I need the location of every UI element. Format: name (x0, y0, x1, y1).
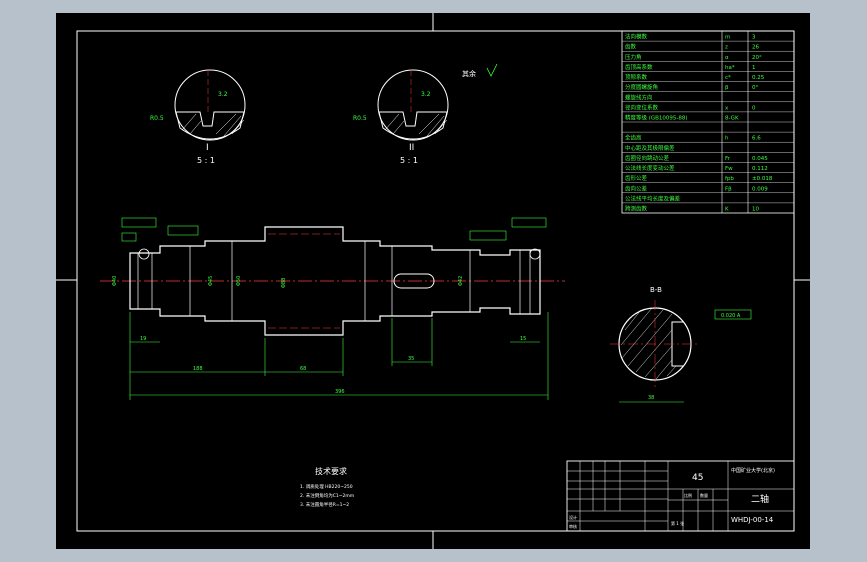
drawing-number: WHDJ-00-14 (731, 516, 774, 524)
detail-scale-2: 5 : 1 (400, 156, 418, 165)
param-sym-5: β (725, 85, 729, 91)
detail-view-1: R0.5 3.2 I 5 : 1 (150, 69, 246, 165)
param-name-7: 径向变位系数 (625, 103, 659, 111)
dim-seg-gear: 68 (300, 366, 306, 372)
section-view-bb: B-B 38 0.020 A (610, 286, 752, 403)
param-val-5: 0° (752, 85, 758, 91)
dim-d3: Φ50 (236, 276, 242, 286)
param-sym-3: ha* (725, 65, 735, 71)
param-name-3: 齿顶高系数 (625, 63, 653, 71)
shaft-main-view (100, 226, 565, 336)
dim-seg-a: 19 (140, 336, 146, 342)
dim-seg-left: 188 (193, 366, 203, 372)
detail-label-2: II (409, 143, 414, 153)
param-val-4: 0.25 (752, 75, 765, 81)
dim-d2: Φ45 (208, 276, 214, 286)
note-2: 2. 未注倒角均为C1~2mm (300, 492, 354, 499)
material: 45 (692, 473, 703, 483)
param-sym-12: Fr (725, 156, 731, 162)
dim-seg-b: 15 (520, 336, 526, 342)
param-val-12: 0.045 (752, 156, 768, 162)
section-label: B-B (650, 286, 662, 294)
svg-text:3.2: 3.2 (421, 91, 431, 98)
param-sym-1: z (725, 45, 728, 51)
dim-overall-length: 396 (335, 389, 345, 395)
part-name: 二轴 (751, 493, 769, 505)
param-sym-17: K (725, 207, 729, 213)
designer-label: 设计 (569, 514, 577, 520)
param-val-1: 26 (752, 45, 759, 51)
param-sym-2: α (725, 55, 729, 61)
dimension-texts: 396 188 68 35 19 15 Φ40 Φ45 Φ50 Φ88 Φ42 (112, 276, 526, 395)
param-val-14: ±0.018 (752, 176, 773, 182)
param-sym-7: x (725, 105, 729, 111)
param-name-2: 压力角 (625, 53, 642, 61)
note-1: 1. 调质处理 HB220~250 (300, 483, 353, 490)
dim-seg-right: 35 (408, 356, 414, 362)
param-sym-10: h (725, 136, 729, 142)
param-name-15: 齿向公差 (625, 184, 648, 192)
detail-scale-1: 5 : 1 (197, 156, 215, 165)
param-val-7: 0 (752, 105, 756, 111)
param-name-16: 公法线平均长度及偏差 (625, 194, 681, 202)
param-name-12: 齿圈径向跳动公差 (625, 154, 670, 162)
dim-d5: Φ42 (458, 276, 464, 286)
note-3: 3. 未注圆角半径R=1~2 (300, 501, 349, 508)
param-val-3: 1 (752, 65, 756, 71)
dim-d1: Φ40 (112, 276, 118, 286)
param-name-13: 公法线长度变动公差 (625, 164, 675, 172)
detail-label-1: I (206, 143, 209, 153)
param-name-0: 法向模数 (625, 33, 648, 41)
param-name-14: 齿形公差 (625, 174, 648, 182)
param-name-10: 全齿高 (625, 134, 642, 142)
shaft-dimensions (121, 217, 549, 400)
param-val-15: 0.009 (752, 186, 768, 192)
param-name-11: 中心距及其极限偏差 (625, 144, 675, 152)
sheet-border (76, 30, 795, 532)
param-name-4: 顶隙系数 (625, 73, 648, 81)
param-val-13: 0.112 (752, 166, 768, 172)
param-sym-0: m (725, 35, 730, 41)
svg-text:R0.5: R0.5 (150, 115, 164, 122)
roughness-symbol (486, 63, 498, 77)
checker-label: 审核 (569, 523, 577, 529)
dim-section: 38 (648, 395, 654, 401)
quantity-label: 数量 (700, 492, 708, 498)
param-val-10: 6.6 (752, 136, 761, 142)
param-sym-14: fpb (725, 176, 734, 182)
param-sym-13: Fw (725, 166, 733, 172)
param-sym-4: c* (725, 75, 731, 81)
sheet-label: 第 1 张 (671, 520, 684, 526)
technical-notes: 技术要求 1. 调质处理 HB220~250 2. 未注倒角均为C1~2mm 3… (300, 466, 354, 508)
section-tolerance: 0.020 A (721, 313, 741, 319)
title-block: 45 中国矿业大学(北京) 二轴 WHDJ-00-14 比例 数量 第 1 张 … (566, 460, 795, 532)
dim-d4: Φ88 (281, 278, 287, 288)
param-name-17: 跨测齿数 (625, 205, 648, 213)
param-name-8: 精度等级 (GB10095-88) (625, 114, 688, 122)
detail-view-2: R0.5 3.2 II 5 : 1 (353, 69, 449, 165)
param-name-6: 螺旋线方向 (625, 93, 653, 101)
param-name-5: 分度圆螺旋角 (625, 83, 658, 91)
param-sym-15: Fβ (725, 186, 732, 192)
notes-title: 技术要求 (315, 466, 347, 476)
param-name-1: 齿数 (625, 43, 637, 51)
scale-label: 比例 (684, 492, 692, 498)
param-val-17: 10 (752, 207, 759, 213)
param-sym-8: 8-GK (725, 116, 739, 122)
param-val-0: 3 (752, 35, 756, 41)
school-name: 中国矿业大学(北京) (731, 467, 775, 474)
roughness-note: 其余 (462, 69, 476, 78)
svg-text:R0.5: R0.5 (353, 115, 367, 122)
gear-parameter-table: 法向模数 m 3 齿数 z 26 压力角 α 20° 齿顶高系数 ha* 1 顶隙系数 c* 0.25 分度圆… (621, 30, 795, 214)
param-val-2: 20° (752, 55, 762, 61)
svg-text:3.2: 3.2 (218, 91, 228, 98)
